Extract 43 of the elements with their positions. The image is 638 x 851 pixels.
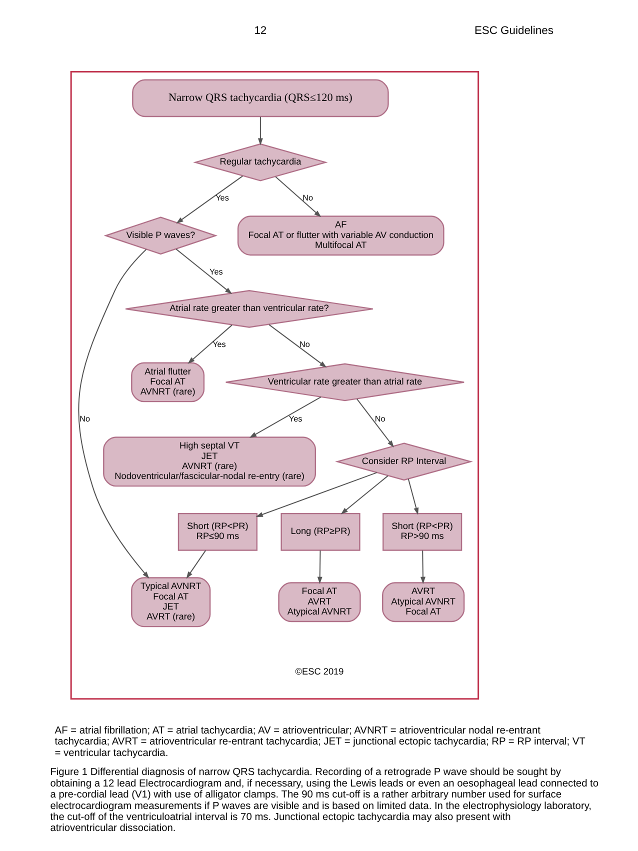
node-box: Narrow QRS tachycardia (QRS≤120 ms) <box>132 79 388 118</box>
label: 12 <box>254 24 266 37</box>
caption: Figure 1 Differential diagnosis of narrow QRS tachycardia. Recording of a retrograde P wave should be sought by obtaining a 12 lead Electrocardiogram and, if necessary, using the Lewis leads or even an oesophageal lead connected to a pre-cordial lead (V1) with use of alligator clamps. The 90 ms cut-off is a rather arbitrary number used for surface electrocardiogram measurements if P waves are visible and is based on limited data. In the electrophysiology laboratory, the cut-off of the ventriculoatrial interval is 70 ms. Junctional ectopic tachycardia may also present with atrioventricular dissociation. <box>50 767 598 834</box>
cluster <box>70 70 479 700</box>
node-box: Short (RP<PR) RP≤90 ms <box>177 512 257 551</box>
arrow <box>407 478 418 515</box>
arrow <box>176 176 242 224</box>
arrow <box>255 472 377 517</box>
node-box: AF Focal AT or flutter with variable AV conduction Multifocal AT <box>236 216 444 256</box>
edge-label: Yes <box>288 414 302 424</box>
edge-label: No <box>374 414 385 424</box>
arrow <box>268 324 326 368</box>
node-diamond: Consider RP Interval <box>334 442 472 481</box>
node-box: Focal AT AVRT Atypical AVNRT <box>278 582 360 622</box>
arrow <box>340 475 388 514</box>
edge-label: No <box>79 414 90 424</box>
edge-label: No <box>299 340 310 350</box>
arrow <box>356 398 394 448</box>
node-box: Short (RP<PR) RP>90 ms <box>382 512 462 551</box>
arrow <box>187 324 232 364</box>
node-diamond: Atrial rate greater than ventricular rate? <box>124 290 374 328</box>
node-box: Typical AVNRT Focal AT JET AVRT (rare) <box>130 577 210 628</box>
node-diamond: Ventricular rate greater than atrial rate <box>224 363 464 402</box>
edge-label: No <box>302 193 312 202</box>
arrow <box>274 176 321 218</box>
node-diamond: Regular tachycardia <box>192 143 328 182</box>
arrow <box>175 248 232 294</box>
arrow <box>316 550 322 584</box>
edge-label: Yes <box>215 193 228 202</box>
edge-label: Yes <box>209 268 222 277</box>
label: ESC Guidelines <box>474 24 553 37</box>
node-box: AVRT Atypical AVNRT Focal AT <box>382 582 464 622</box>
node-box: High septal VT JET AVNRT (rare) Nodoventricular/fascicular-nodal re-entry (rare) <box>102 436 316 487</box>
arrow <box>78 248 149 579</box>
arrow <box>186 550 206 579</box>
label: ©ESC 2019 <box>294 666 344 677</box>
arrow <box>257 116 262 146</box>
label: AF = atrial fibrillation; AT = atrial tachycardia; AV = atrioventricular; AVNRT = atrioventricular nodal re-entrant tachycardia; AVRT = atrioventricular re-entrant tachycardia; JET = junctional ectopic tachycardia; RP = RP interval; VT = ventricular tachycardia. <box>54 725 585 759</box>
edge-label: Yes <box>212 340 226 350</box>
node-box: Atrial flutter Focal AT AVNRT (rare) <box>130 362 204 402</box>
arrow <box>248 396 321 438</box>
arrow <box>420 550 425 584</box>
node-box: Long (RP≥PR) <box>280 512 360 551</box>
